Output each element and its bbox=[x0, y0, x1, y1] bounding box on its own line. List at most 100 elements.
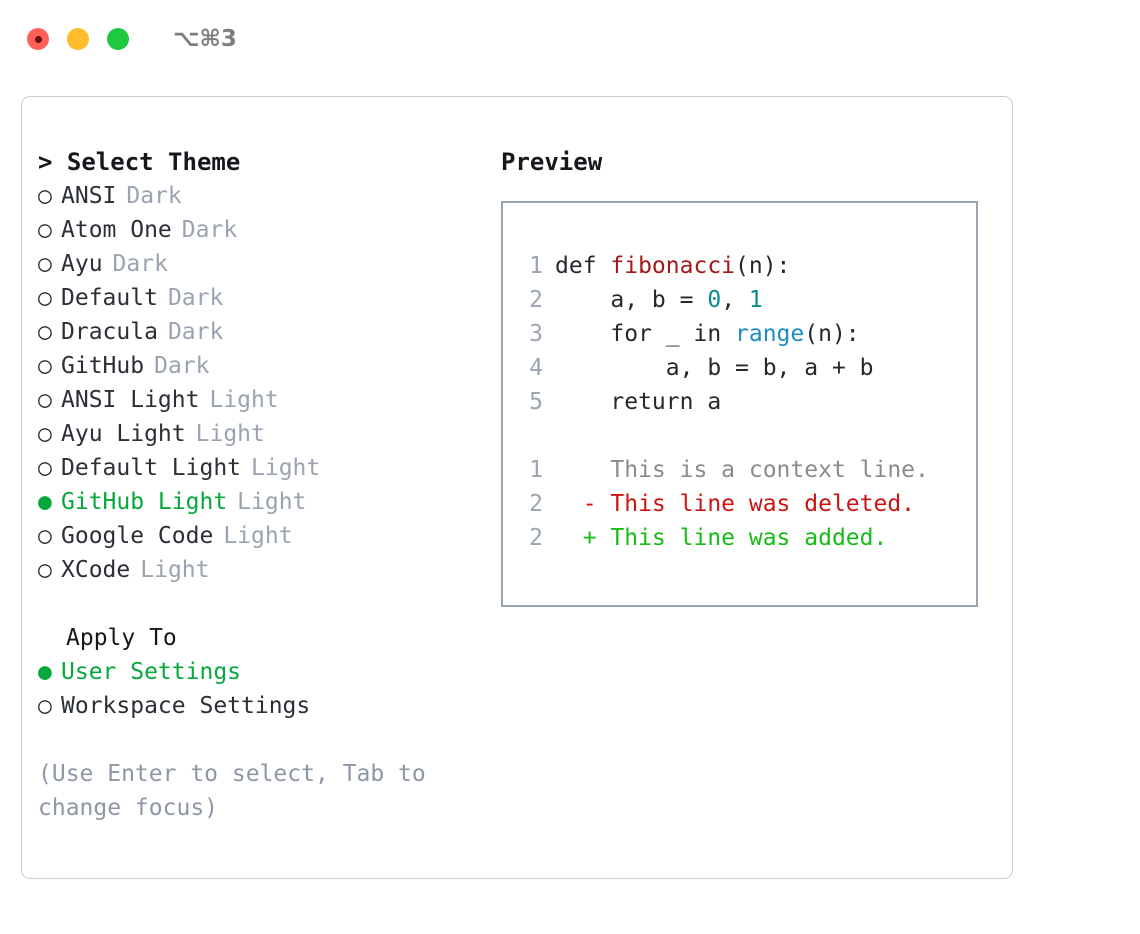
code-line: 5 return a bbox=[521, 385, 976, 419]
diff-line-content: - This line was deleted. bbox=[555, 491, 916, 517]
radio-unselected-icon: ○ bbox=[38, 183, 52, 209]
code-token: range bbox=[735, 321, 805, 347]
theme-option-label: XCode bbox=[61, 557, 131, 583]
code-line-number: 3 bbox=[529, 321, 543, 347]
theme-option-label: Default Light bbox=[61, 455, 242, 481]
radio-unselected-icon: ○ bbox=[38, 523, 52, 549]
radio-unselected-icon: ○ bbox=[38, 421, 52, 447]
traffic-light-buttons bbox=[27, 28, 129, 50]
theme-variant-tag: Dark bbox=[167, 319, 224, 345]
code-line-content: return a bbox=[555, 385, 721, 419]
code-token: def bbox=[555, 253, 611, 279]
theme-option-label: Atom One bbox=[61, 217, 172, 243]
theme-option-label: Google Code bbox=[61, 523, 214, 549]
code-diff-separator bbox=[521, 419, 976, 453]
radio-unselected-icon: ○ bbox=[38, 353, 52, 379]
radio-unselected-icon: ○ bbox=[38, 387, 52, 413]
diff-line-ctx: 1 This is a context line. bbox=[521, 453, 976, 487]
diff-line-content: This is a context line. bbox=[555, 457, 929, 483]
select-theme-header: > Select Theme bbox=[38, 148, 241, 176]
radio-unselected-icon: ○ bbox=[38, 557, 52, 583]
theme-variant-tag: Light bbox=[195, 421, 265, 447]
code-line-content: def fibonacci(n): bbox=[555, 249, 790, 283]
code-line-number: 1 bbox=[529, 253, 543, 279]
theme-variant-tag: Light bbox=[223, 523, 293, 549]
apply-to-option-user-settings[interactable]: ● User Settings bbox=[38, 655, 488, 689]
code-line-content: for _ in range(n): bbox=[555, 317, 860, 351]
diff-line-content: + This line was added. bbox=[555, 525, 888, 551]
radio-unselected-icon: ○ bbox=[38, 285, 52, 311]
code-token: (n): bbox=[804, 321, 860, 347]
radio-selected-icon: ● bbox=[38, 659, 52, 685]
theme-option-github[interactable]: ○ GitHub Dark bbox=[38, 349, 488, 383]
code-line: 3 for _ in range(n): bbox=[521, 317, 976, 351]
theme-option-label: GitHub Light bbox=[61, 489, 228, 515]
code-token: (n): bbox=[735, 253, 791, 279]
title-bar: ⌥⌘3 bbox=[0, 0, 1140, 78]
preview-header: Preview bbox=[501, 148, 603, 176]
theme-option-ayu[interactable]: ○ Ayu Dark bbox=[38, 247, 488, 281]
keyboard-hint-text: (Use Enter to select, Tab to change focu… bbox=[38, 761, 440, 821]
theme-variant-tag: Light bbox=[251, 455, 321, 481]
theme-option-label: Ayu bbox=[61, 251, 103, 277]
code-line-content: a, b = b, a + b bbox=[555, 351, 874, 385]
theme-option-dracula[interactable]: ○ Dracula Dark bbox=[38, 315, 488, 349]
code-token: , bbox=[721, 287, 749, 313]
code-token: a, b = bbox=[555, 287, 708, 313]
theme-option-ansi-light[interactable]: ○ ANSI Light Light bbox=[38, 383, 488, 417]
apply-to-option-label: Workspace Settings bbox=[61, 693, 311, 719]
code-token: return a bbox=[555, 389, 722, 415]
diff-sample: 1 This is a context line.2 - This line w… bbox=[521, 453, 976, 555]
apply-to-option-workspace-settings[interactable]: ○ Workspace Settings bbox=[38, 689, 488, 723]
code-line-content: a, b = 0, 1 bbox=[555, 283, 763, 317]
theme-option-google-code[interactable]: ○ Google Code Light bbox=[38, 519, 488, 553]
apply-to-option-label: User Settings bbox=[61, 659, 242, 685]
code-line: 1 def fibonacci(n): bbox=[521, 249, 976, 283]
maximize-window-icon[interactable] bbox=[107, 28, 129, 50]
diff-line-del: 2 - This line was deleted. bbox=[521, 487, 976, 521]
theme-option-atom-one[interactable]: ○ Atom One Dark bbox=[38, 213, 488, 247]
close-window-icon[interactable] bbox=[27, 28, 49, 50]
code-line-number: 5 bbox=[529, 389, 543, 415]
radio-unselected-icon: ○ bbox=[38, 251, 52, 277]
code-line: 2 a, b = 0, 1 bbox=[521, 283, 976, 317]
code-line-number: 4 bbox=[529, 355, 543, 381]
radio-unselected-icon: ○ bbox=[38, 217, 52, 243]
theme-variant-tag: Light bbox=[209, 387, 279, 413]
code-token: a, b = b, a + b bbox=[555, 355, 874, 381]
minimize-window-icon[interactable] bbox=[67, 28, 89, 50]
radio-selected-icon: ● bbox=[38, 489, 52, 515]
theme-option-label: GitHub bbox=[61, 353, 145, 379]
theme-variant-tag: Dark bbox=[112, 251, 168, 277]
code-token: 0 bbox=[707, 287, 722, 313]
code-line: 4 a, b = b, a + b bbox=[521, 351, 976, 385]
code-token: fibonacci bbox=[610, 253, 736, 279]
diff-line-number: 2 bbox=[529, 491, 543, 517]
diff-line-number: 1 bbox=[529, 457, 543, 483]
code-token: 1 bbox=[748, 287, 763, 313]
keyboard-shortcut-label: ⌥⌘3 bbox=[173, 26, 237, 52]
theme-option-label: ANSI Light bbox=[61, 387, 200, 413]
theme-variant-tag: Dark bbox=[154, 353, 210, 379]
theme-option-default-light[interactable]: ○ Default Light Light bbox=[38, 451, 488, 485]
theme-variant-tag: Dark bbox=[181, 217, 238, 243]
code-line-number: 2 bbox=[529, 287, 543, 313]
theme-option-label: Dracula bbox=[61, 319, 158, 345]
code-token: for _ in bbox=[555, 321, 736, 347]
radio-unselected-icon: ○ bbox=[38, 455, 52, 481]
radio-unselected-icon: ○ bbox=[38, 693, 52, 719]
theme-option-label: ANSI bbox=[61, 183, 117, 209]
apply-to-header: Apply To bbox=[66, 625, 177, 651]
diff-line-add: 2 + This line was added. bbox=[521, 521, 976, 555]
radio-unselected-icon: ○ bbox=[38, 319, 52, 345]
